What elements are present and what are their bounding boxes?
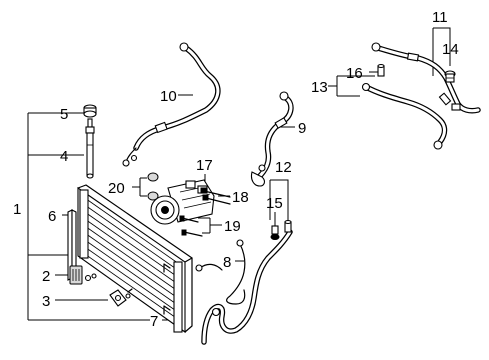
part-10-suction-hose bbox=[122, 42, 221, 167]
part-5-cap bbox=[83, 104, 97, 118]
label-10: 10 bbox=[160, 88, 177, 105]
label-18: 18 bbox=[232, 189, 249, 206]
part-3-seal-kit bbox=[109, 288, 133, 307]
part-1-condenser bbox=[77, 184, 193, 334]
part-20-seal-rings bbox=[147, 172, 159, 201]
leader-lines bbox=[27, 27, 451, 321]
label-3: 3 bbox=[42, 293, 50, 310]
label-19: 19 bbox=[224, 218, 241, 235]
label-13: 13 bbox=[311, 79, 328, 96]
label-16: 16 bbox=[346, 65, 363, 82]
label-17: 17 bbox=[196, 157, 213, 174]
callout-labels: 1 2 3 4 5 6 7 8 9 10 11 12 13 14 15 16 1… bbox=[13, 9, 459, 330]
part-4-drier-cartridge bbox=[85, 118, 95, 179]
part-9-hose bbox=[250, 91, 294, 187]
label-15: 15 bbox=[266, 195, 283, 212]
part-15-valve bbox=[270, 225, 280, 240]
label-12: 12 bbox=[275, 159, 292, 176]
part-12-fitting bbox=[284, 219, 292, 233]
label-1: 1 bbox=[13, 201, 21, 218]
part-16-pressure-switch bbox=[377, 63, 385, 77]
part-11-13-ac-lines bbox=[361, 42, 481, 150]
label-6: 6 bbox=[48, 208, 56, 225]
part-2-filter-pack bbox=[69, 265, 97, 285]
label-20: 20 bbox=[108, 180, 125, 197]
label-5: 5 bbox=[60, 106, 68, 123]
part-18-bolts bbox=[200, 187, 231, 205]
label-4: 4 bbox=[60, 148, 68, 165]
label-8: 8 bbox=[223, 254, 231, 271]
label-9: 9 bbox=[298, 120, 306, 137]
condenser-fins bbox=[81, 195, 183, 323]
part-19-bolts bbox=[179, 215, 203, 237]
part-8-pressure-hose bbox=[195, 239, 246, 305]
label-11: 11 bbox=[432, 9, 448, 26]
part-14-valve-cap bbox=[444, 70, 456, 83]
label-14: 14 bbox=[442, 41, 459, 58]
label-2: 2 bbox=[42, 268, 50, 285]
label-7: 7 bbox=[150, 313, 158, 330]
part-7-liquid-line bbox=[201, 229, 293, 345]
